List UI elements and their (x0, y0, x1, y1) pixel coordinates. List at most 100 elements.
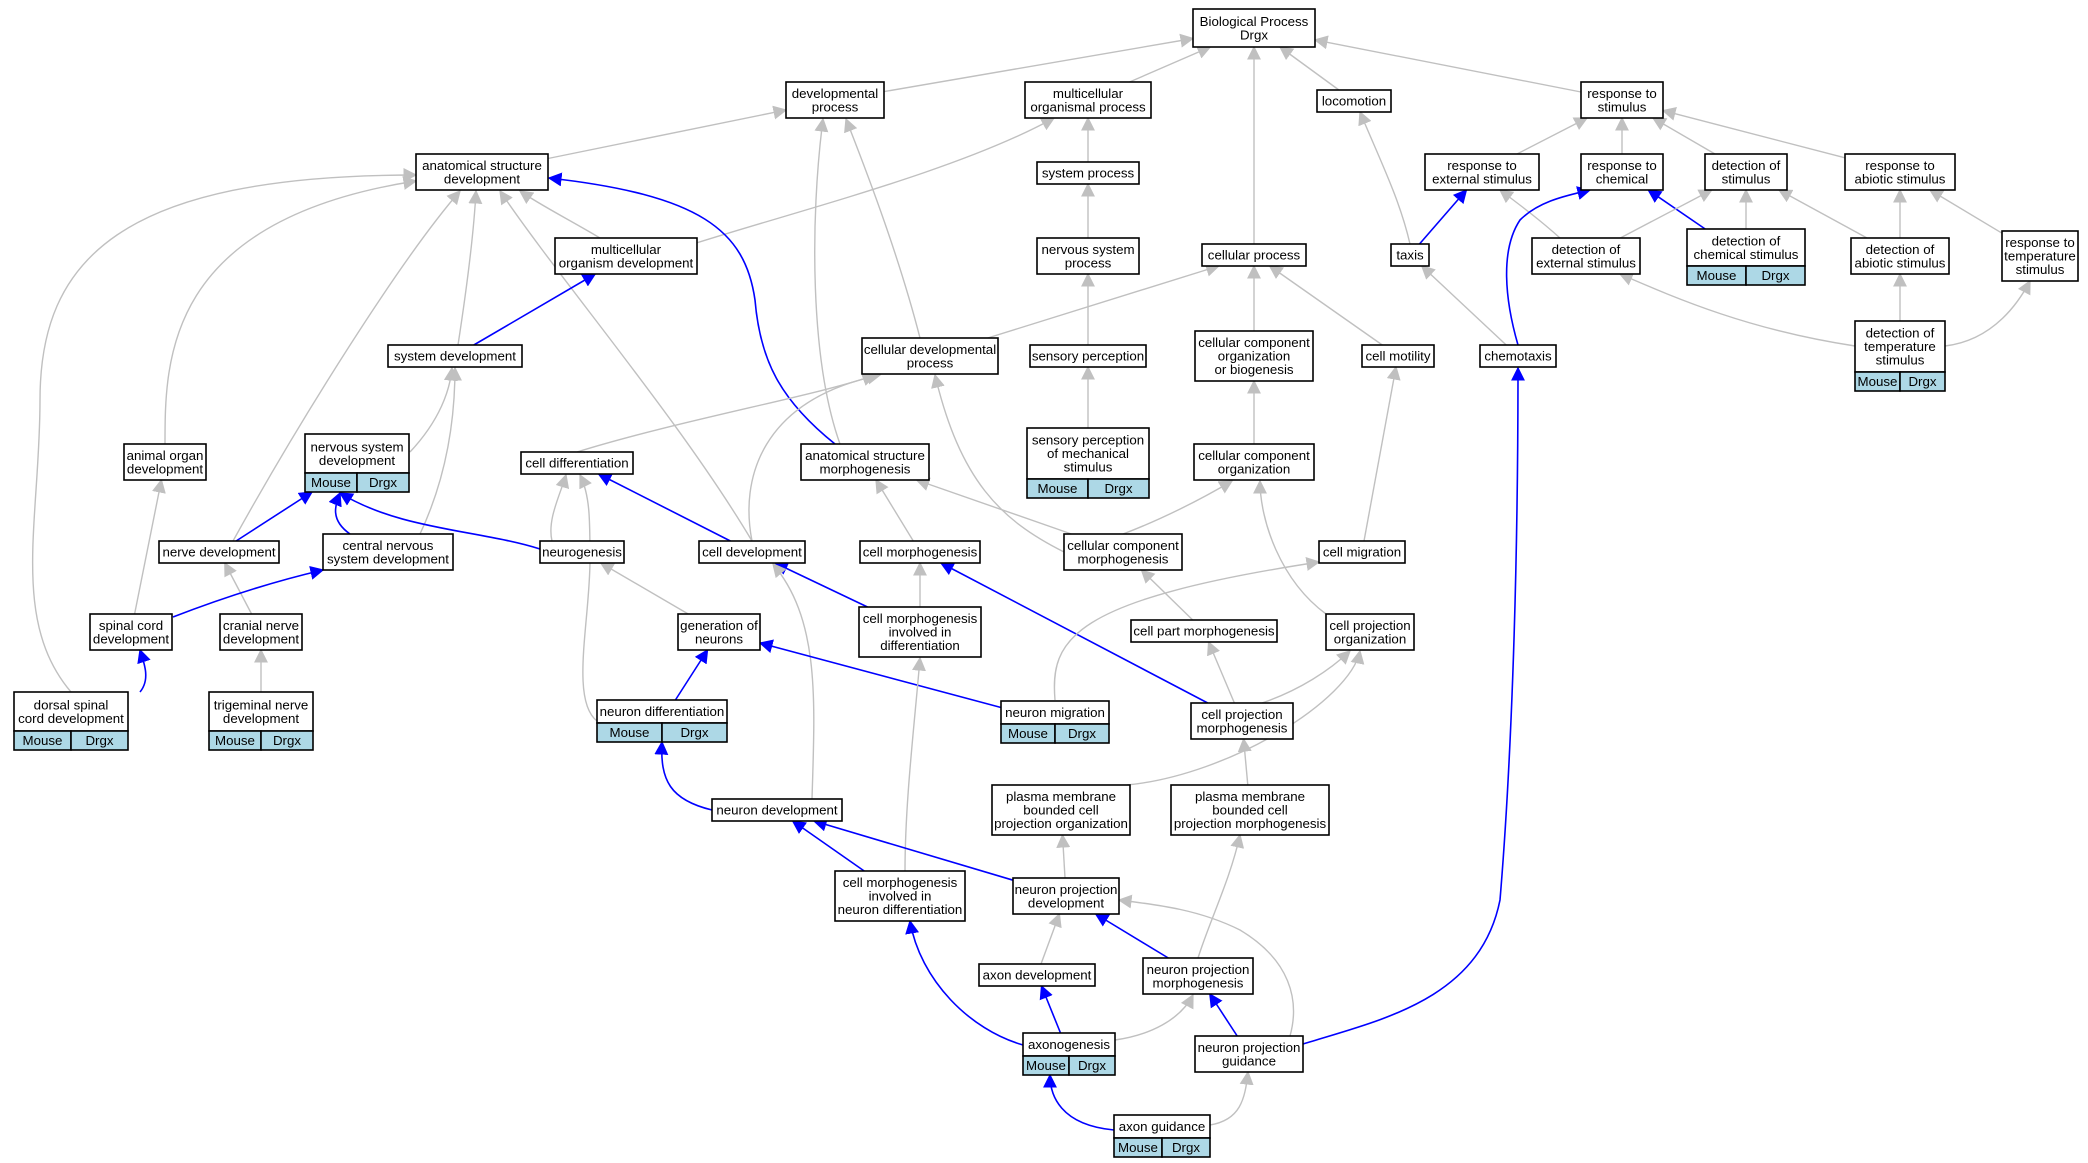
term-node-neurdev[interactable]: neuron development (711, 798, 843, 822)
tag-mouse-label: Mouse (1026, 1058, 1066, 1073)
term-label-line: projection organization (994, 816, 1128, 831)
term-node-neurogenesis[interactable]: neurogenesis (539, 540, 625, 564)
term-box (2001, 230, 2079, 282)
term-node-nervedev[interactable]: nerve development (158, 540, 280, 564)
term-label-line: chemical (1596, 171, 1649, 186)
term-node-sysproc[interactable]: system process (1036, 161, 1140, 185)
term-box (1325, 613, 1415, 651)
edge-taxis-to-locomotion (1358, 110, 1411, 245)
term-node-cpm[interactable]: cell part morphogenesis (1130, 619, 1278, 643)
term-label-line: cranial nerve (223, 618, 299, 633)
term-label-line: process (812, 99, 859, 114)
edge-pmbcpm-to-cprojm (1237, 737, 1252, 786)
term-node-taxis[interactable]: taxis (1390, 243, 1430, 267)
tag-drgx-label: Drgx (85, 733, 113, 748)
tag-mouse-label: Mouse (1858, 374, 1898, 389)
term-node-celldev[interactable]: cell development (698, 540, 806, 564)
term-node-celldiff[interactable]: cell differentiation (520, 451, 634, 475)
term-node-sensperc[interactable]: sensory perception (1029, 344, 1147, 368)
edge-npg-to-npm (1209, 992, 1238, 1037)
term-node-cellproc[interactable]: cellular process (1201, 243, 1307, 267)
term-node-chemotaxis[interactable]: chemotaxis (1479, 344, 1557, 368)
term-box (1390, 243, 1430, 267)
term-label-line: stimulus (1064, 460, 1113, 475)
tag-cell (1054, 723, 1110, 744)
term-box (1024, 81, 1152, 119)
term-box (858, 606, 982, 658)
term-node-sysdev[interactable]: system development (387, 344, 523, 368)
edge-npm-to-npd (1094, 913, 1169, 959)
term-node-axondev[interactable]: axon development (978, 963, 1096, 987)
edge-neurdev-to-celldev (772, 562, 815, 800)
edge-resp_temp-to-resp_abio (1928, 189, 2003, 234)
term-label-line: cell morphogenesis (843, 875, 958, 890)
term-node-cellmig[interactable]: cell migration (1318, 540, 1406, 564)
term-node-locomotion[interactable]: locomotion (1316, 89, 1392, 113)
edge-genneur-to-neurogenesis (599, 562, 689, 615)
term-box (698, 540, 806, 564)
term-label-line: morphogenesis (820, 461, 911, 476)
edge-multiorg-to-bp (1129, 45, 1212, 83)
term-box (1580, 81, 1664, 119)
edge-det_ext-to-det_stim (1619, 189, 1713, 239)
edge-resp_stim-to-bp (1313, 35, 1582, 93)
edge-taxis-to-resp_ext (1418, 188, 1468, 245)
term-box (1190, 702, 1294, 740)
edge-celldev-to-asd (499, 189, 753, 542)
edge-det_chem-to-resp_chem (1647, 189, 1706, 230)
term-label-line: detection of (1866, 326, 1935, 341)
term-node-cellmot[interactable]: cell motility (1361, 344, 1435, 368)
tag-cell (1087, 478, 1150, 499)
term-box (991, 784, 1131, 836)
term-box (861, 337, 999, 375)
term-label-line: temperature (2004, 249, 2076, 264)
edge-npm-to-pmbcpm (1197, 833, 1245, 959)
term-node-cellmorph[interactable]: cell morphogenesis (859, 540, 981, 564)
term-label-line: nervous system (310, 439, 403, 454)
term-label-line: detection of (1712, 158, 1781, 173)
